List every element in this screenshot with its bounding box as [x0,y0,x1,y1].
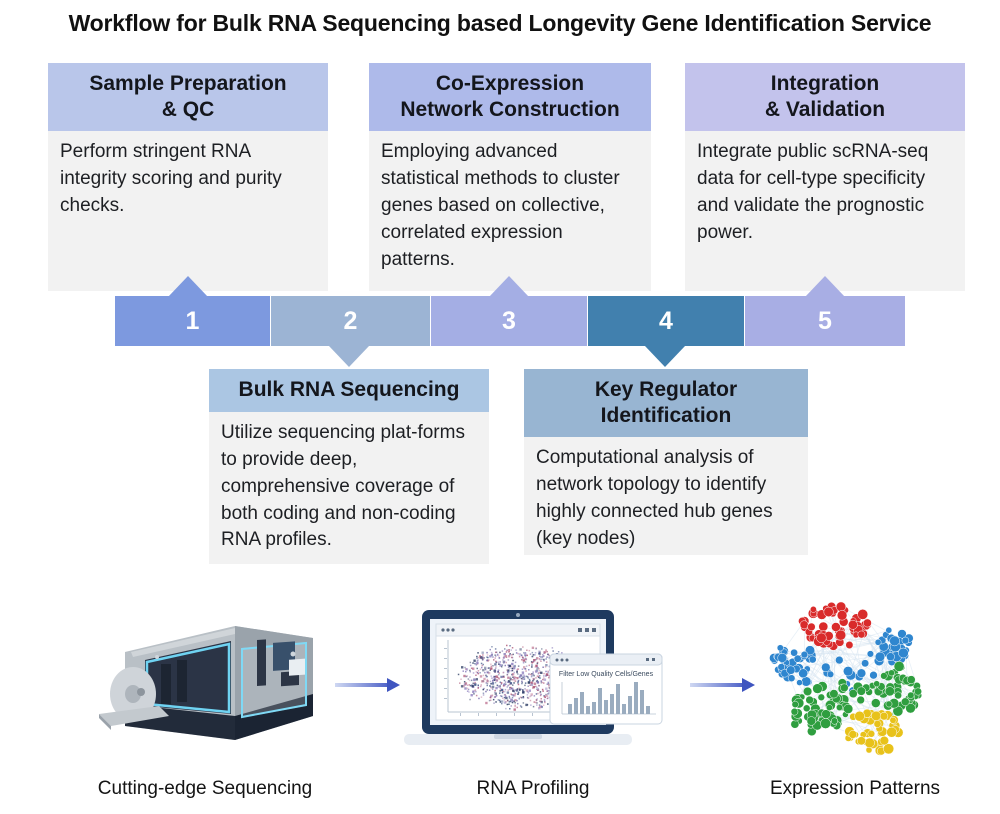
step-segment-1[interactable]: 1 [115,296,271,346]
popup-title-text: Filter Low Quality Cells/Genes [559,671,654,678]
pointer-down-step-4 [645,346,685,367]
flow-arrow-2 [690,678,756,692]
card-body-bulk-rna-sequencing: Utilize sequencing plat-forms to provide… [209,411,489,564]
card-bulk-rna-sequencing: Bulk RNA Sequencing Utilize sequencing p… [209,369,489,564]
caption-rna-profiling: RNA Profiling [476,778,590,799]
step-number-5: 5 [818,306,832,335]
card-title-line-1: Bulk RNA Sequencing [238,378,460,401]
step-segment-4[interactable]: 4 [588,296,745,346]
step-number-3: 3 [502,306,516,335]
step-segment-3[interactable]: 3 [431,296,588,346]
card-title-line-1: Co-Expression [435,72,585,95]
step-segment-5[interactable]: 5 [745,296,905,346]
step-number-bar: 1 2 3 4 5 [115,296,905,346]
caption-cutting-edge-sequencing: Cutting-edge Sequencing [97,778,313,799]
card-header-co-expression-network-construction: Co-Expression Network Construction [369,63,651,132]
card-title-line-2: Identification [600,403,732,427]
step-number-4: 4 [659,306,673,335]
network-clusters-icon [769,601,923,756]
card-body-integration-validation: Integrate public scRNA-seq data for cell… [685,131,965,292]
network-clusters-illustration [762,598,942,763]
card-title-line-1: Key Regulator [594,378,738,401]
card-integration-validation: Integration & Validation Integrate publi… [685,63,965,292]
card-header-sample-preparation-qc: Sample Preparation & QC [48,63,328,132]
arrow-shaft [335,683,388,687]
card-body-co-expression-network-construction: Employing advanced statistical methods t… [369,131,651,292]
sequencer-illustration [85,608,325,758]
card-key-regulator-identification: Key Regulator Identification Computation… [524,369,808,556]
caption-expression-patterns: Expression Patterns [769,778,941,799]
step-number-1: 1 [185,306,200,335]
card-title-line-2: & Validation [764,97,886,121]
laptop-rna-profiling-icon: Filter Low Quality Cells/Genes [404,610,663,745]
card-body-key-regulator-identification: Computational analysis of network topolo… [524,437,808,556]
pointer-down-step-2 [329,346,369,367]
pointer-up-step-5 [805,276,845,297]
card-sample-preparation-qc: Sample Preparation & QC Perform stringen… [48,63,328,292]
sequencer-icon [99,626,313,740]
card-header-key-regulator-identification: Key Regulator Identification [524,369,808,438]
step-number-2: 2 [343,306,358,335]
pointer-up-step-3 [489,276,529,297]
card-header-bulk-rna-sequencing: Bulk RNA Sequencing [209,369,489,412]
card-title-line-1: Sample Preparation [89,72,287,95]
arrow-shaft [690,683,743,687]
arrow-head-icon [387,678,400,692]
card-body-sample-preparation-qc: Perform stringent RNA integrity scoring … [48,131,328,292]
flow-arrow-1 [335,678,401,692]
card-title-line-1: Integration [770,72,880,95]
arrow-head-icon [742,678,755,692]
step-segment-2[interactable]: 2 [271,296,431,346]
card-title-line-2: & QC [161,97,215,121]
card-co-expression-network-construction: Co-Expression Network Construction Emplo… [369,63,651,292]
pointer-up-step-1 [168,276,208,297]
page-title: Workflow for Bulk RNA Sequencing based L… [68,10,932,36]
laptop-illustration: Filter Low Quality Cells/Genes [398,606,668,756]
card-header-integration-validation: Integration & Validation [685,63,965,132]
card-title-line-2: Network Construction [400,97,620,121]
